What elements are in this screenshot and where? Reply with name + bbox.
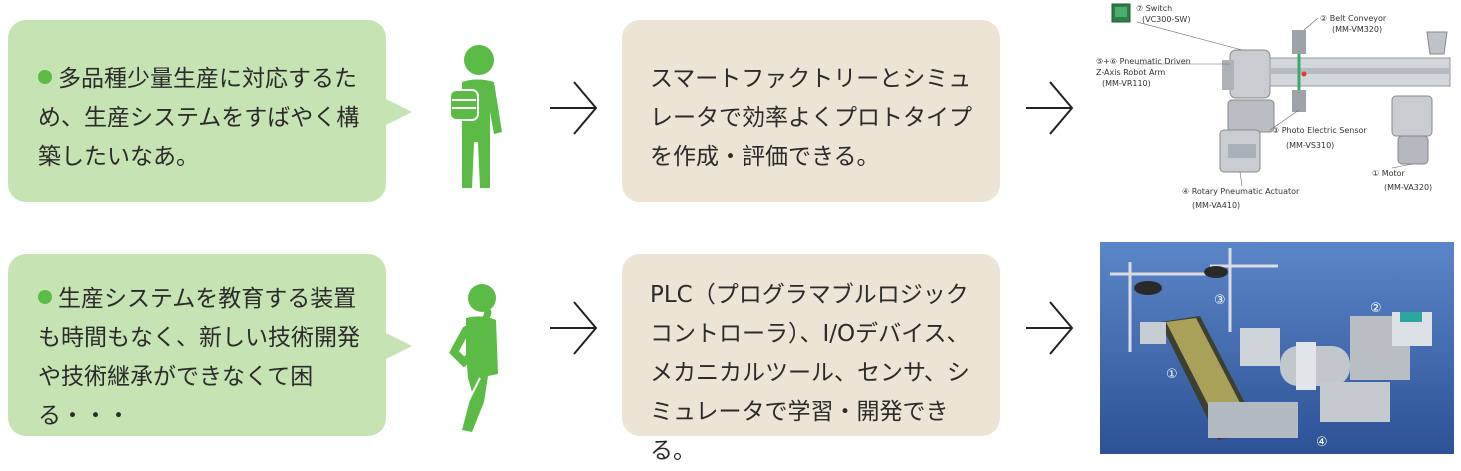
row-2: 生産システムを教育する装置も時間もなく、新しい技術開発や技術継承ができなくて困る… [0,238,1461,464]
label-belt-model: (MM-VM320) [1332,25,1382,34]
bubble-tail [384,332,412,360]
bubble-text-container: 多品種少量生産に対応するため、生産システムをすばやく構築したいなあ。 [38,60,368,177]
label-photo-model: (MM-VS310) [1286,141,1334,150]
photo-label-2: ② [1370,301,1382,316]
bubble-text: 多品種少量生産に対応するため、生産システムをすばやく構築したいなあ。 [38,66,360,170]
speech-bubble: 生産システムを教育する装置も時間もなく、新しい技術開発や技術継承ができなくて困る… [8,254,412,436]
label-robot-model: (MM-VR110) [1102,79,1151,88]
solution-box: PLC（プログラマブルロジックコントローラ）、I/Oデバイス、メカニカルツール、… [622,254,1000,464]
arrow-right-icon [1026,301,1074,355]
bullet-dot [38,290,52,304]
arrow-right-icon [550,301,598,355]
label-rotary: ④ Rotary Pneumatic Actuator [1182,187,1300,196]
label-motor: ① Motor [1372,169,1406,178]
photo-label-3: ③ [1214,293,1226,308]
label-photo-sensor: ③ Photo Electric Sensor [1272,126,1367,135]
person-leaning-icon [449,284,498,432]
solution-box: スマートファクトリーとシミュレータで効率よくプロトタイプを作成・評価できる。 [622,20,1000,202]
person-thinking-icon [449,45,502,188]
bubble-text: 生産システムを教育する装置も時間もなく、新しい技術開発や技術継承ができなくて困る… [38,286,360,429]
label-robot-2: Z-Axis Robot Arm [1096,68,1166,77]
label-robot-1: ⑤+⑥ Pneumatic Driven [1096,57,1191,66]
speech-bubble: 多品種少量生産に対応するため、生産システムをすばやく構築したいなあ。 [8,20,412,202]
machine-drawing [1136,17,1451,187]
photo-label-4: ④ [1316,435,1328,450]
row-1: 多品種少量生産に対応するため、生産システムをすばやく構築したいなあ。 スマートフ… [0,0,1461,220]
label-switch-model: (VC300-SW) [1142,15,1190,24]
bullet-dot [38,70,52,84]
label-motor-model: (MM-VA320) [1384,183,1432,192]
bubble-text-container: 生産システムを教育する装置も時間もなく、新しい技術開発や技術継承ができなくて困る… [38,280,368,436]
arrow-right-icon [1026,81,1074,135]
solution-text: PLC（プログラマブルロジックコントローラ）、I/Oデバイス、メカニカルツール、… [650,282,970,464]
arrow-right-icon [550,81,598,135]
photo-label-1: ① [1166,367,1178,382]
label-belt: ② Belt Conveyor [1320,14,1387,23]
equipment-photo: ① ② ③ ④ [1100,242,1454,454]
factory-equipment-diagram: ⑦ Switch (VC300-SW) ② Belt Conveyor (MM-… [1096,3,1451,210]
solution-text: スマートファクトリーとシミュレータで効率よくプロトタイプを作成・評価できる。 [650,66,972,170]
label-rotary-model: (MM-VA410) [1192,201,1240,210]
label-switch: ⑦ Switch [1136,4,1172,13]
equipment-photo-drawing: ① ② ③ ④ [1100,242,1454,454]
bubble-tail [384,98,412,126]
